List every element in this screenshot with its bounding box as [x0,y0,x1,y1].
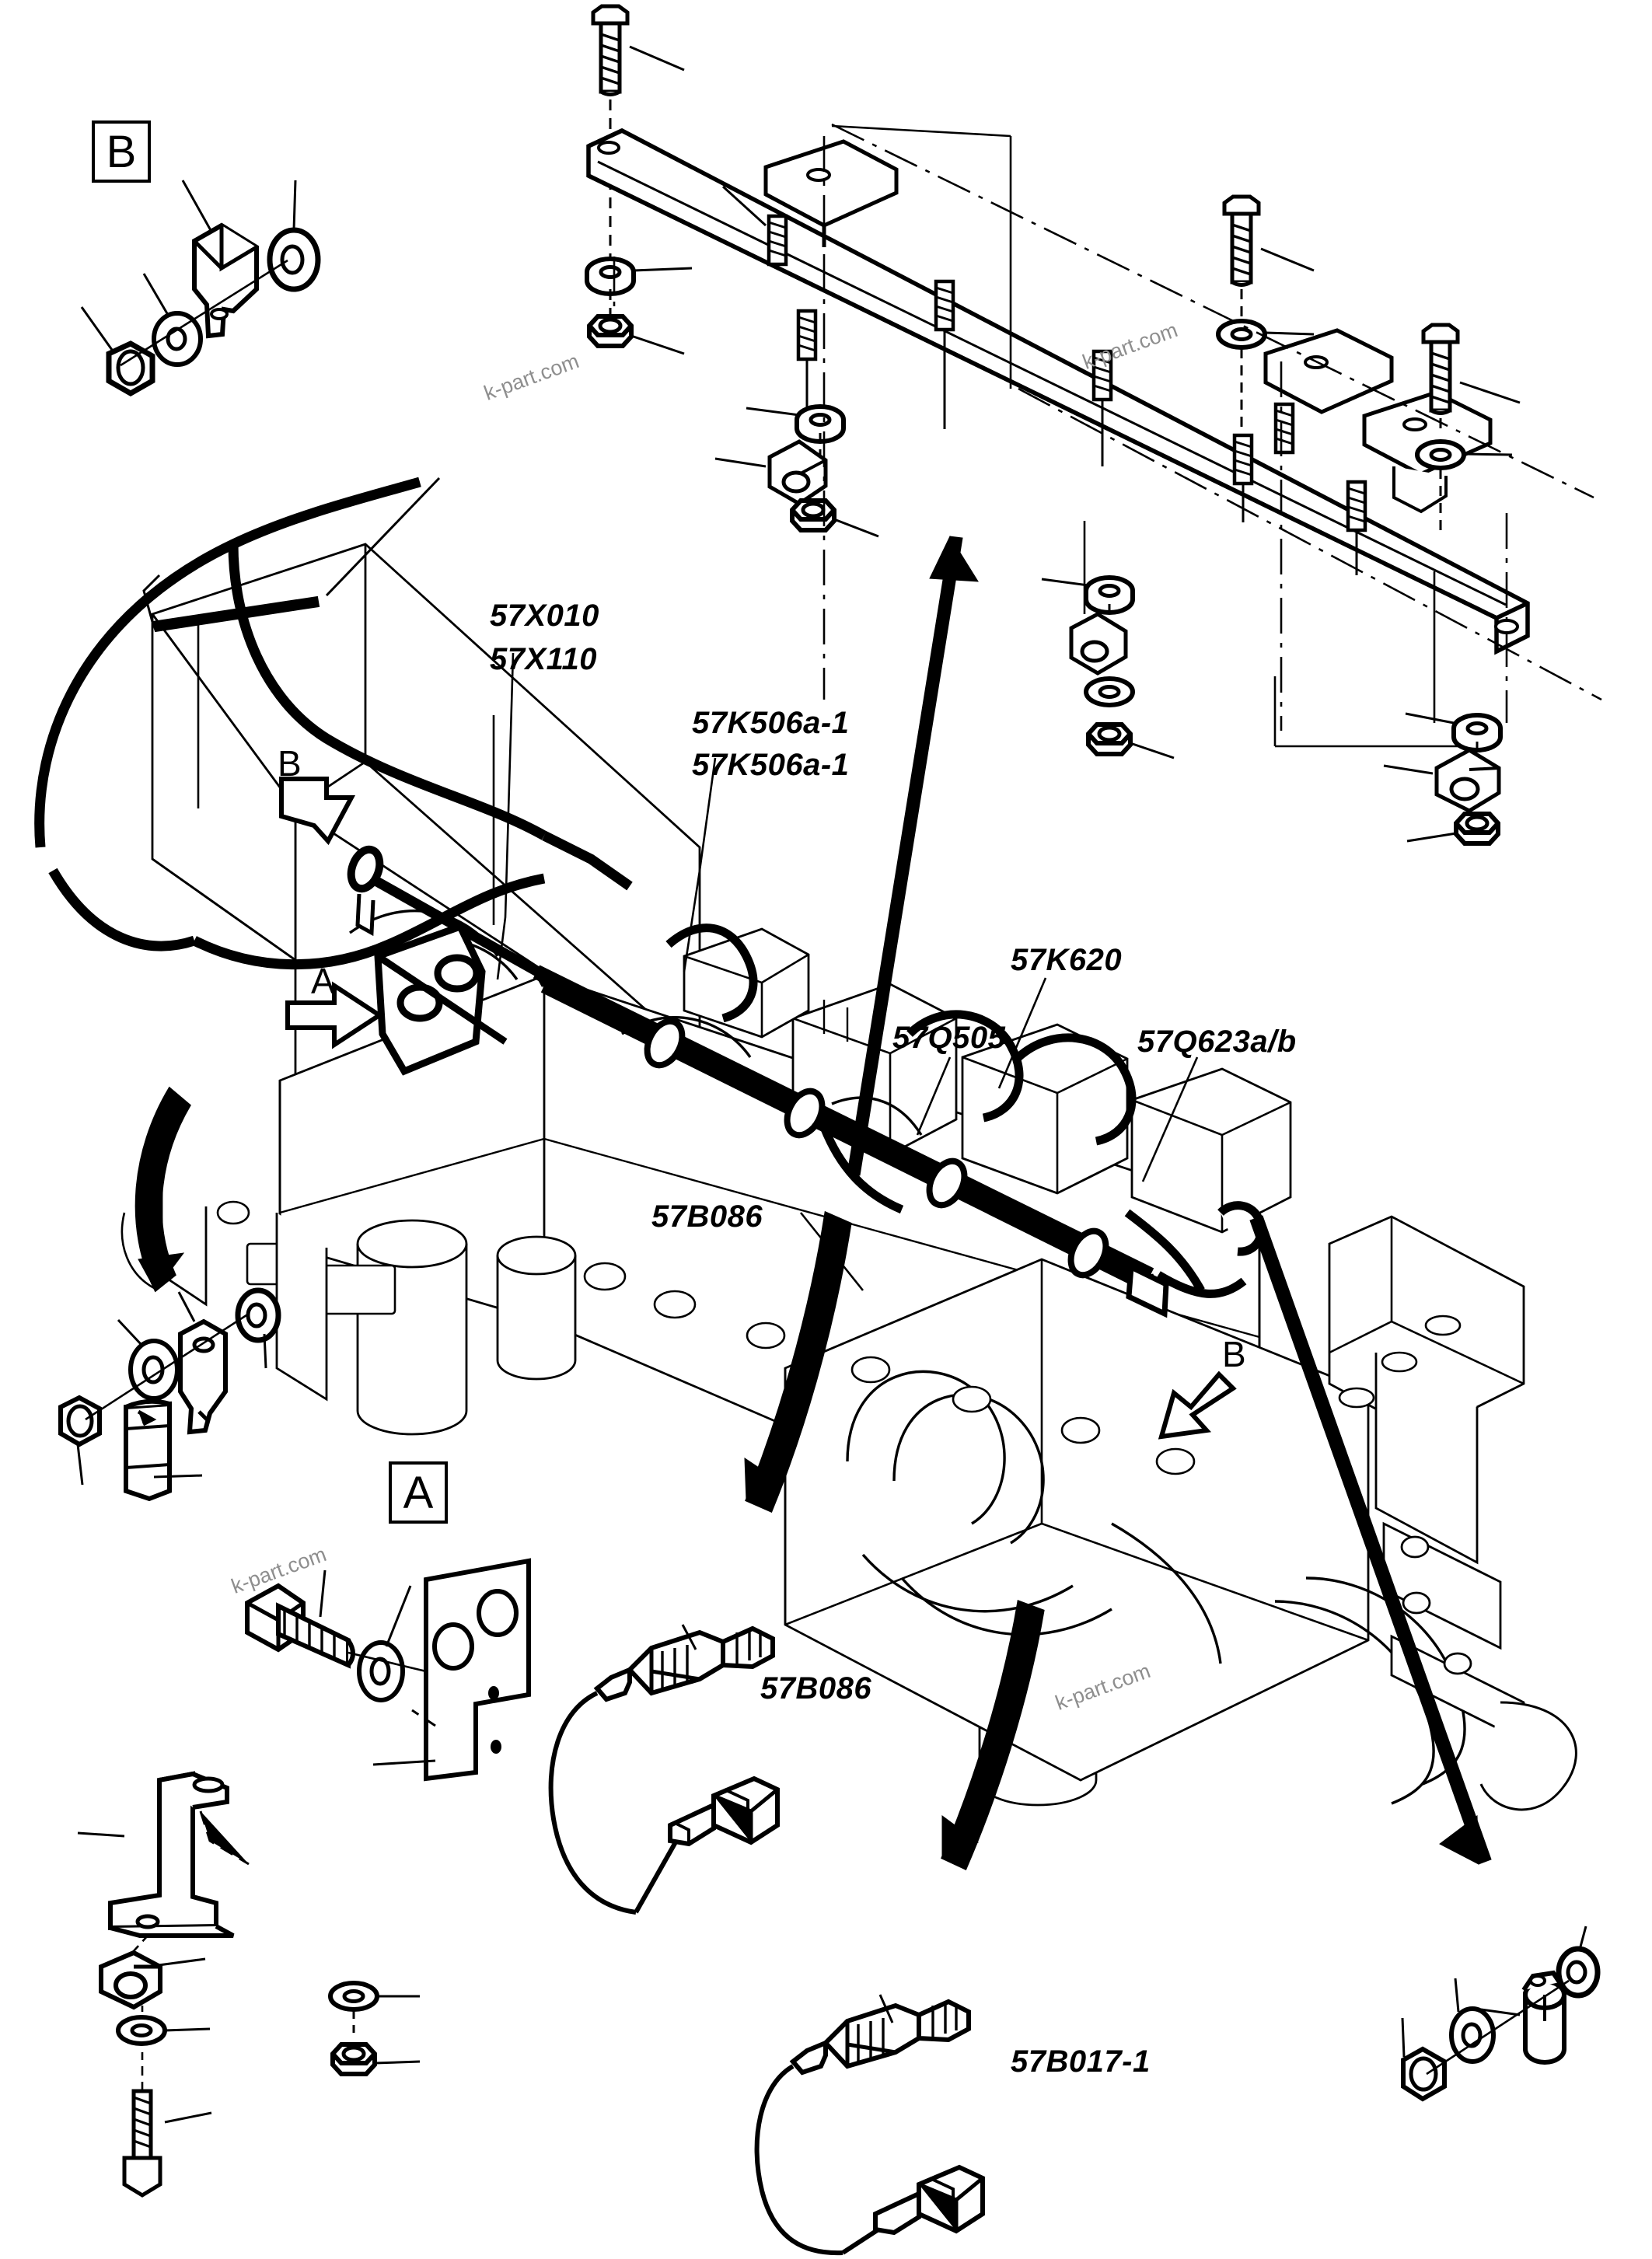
detail-b-clamp-block [181,180,259,339]
second-clamp-block [1069,612,1128,676]
part-label-57X110: 57X110 [490,642,597,676]
rck-grommet [1556,1926,1601,1999]
mounting-rail-beam [586,6,1602,843]
rail-beam-body [586,127,1530,655]
rail-washer-left [587,259,634,294]
harness-mount-plate [374,922,508,1076]
part-label-57K506a-1-a: 57K506a-1 [692,706,850,740]
part-label-57Q505: 57Q505 [892,1021,1006,1055]
detail-a-plate-kit [245,1558,531,1782]
rail-tab-1 [763,139,899,264]
detail-a-mount-plate [372,1558,531,1782]
rck-hexnut [1401,2017,1447,2102]
part-label-57B086-top: 57B086 [651,1199,763,1234]
detail-box-b-label: B [106,126,137,177]
section-arrows [279,777,1237,1440]
annotation-arrows [134,535,1492,1871]
part-label-57K506a-1-b: 57K506a-1 [692,748,850,782]
harness-tube-run [34,477,1266,1318]
sensor-connector-upper [634,1775,780,1914]
rail-projection-lines [613,123,1602,731]
detail-box-a-label: A [403,1467,434,1518]
part-leader-lines [496,652,1199,1291]
part-label-57B017-1: 57B017-1 [1011,2044,1151,2079]
bsk-washer [117,1318,180,1401]
detail-box-a: A [389,1461,448,1524]
bracket-sensor-kit [58,1287,281,1502]
detail-b-clamp-kit [80,180,321,397]
detail-b-washer-flat [142,273,203,367]
part-label-57X010: 57X010 [490,599,599,633]
rck-washer [1449,1978,1496,2064]
z-bracket-washer-right [330,1983,420,2033]
z-bracket-hexnut-right [333,2044,421,2074]
rail-nut-left [589,316,631,346]
bsk-sensor-body [124,1398,203,1502]
z-bracket-kit [77,1771,421,2198]
rck-clamp-collar [1480,1970,1566,2065]
detail-b-axis [120,259,288,367]
end-clamp-block [1434,748,1501,813]
section-mark-b-left: B [278,743,302,784]
part-label-57K620: 57K620 [1011,943,1123,977]
detail-box-b: B [92,120,151,183]
rail-end-clamp [1383,712,1501,843]
pressure-sensor-upper [548,1624,780,1915]
z-bracket [77,1771,250,1938]
section-mark-a-left: A [311,961,335,1001]
section-mark-b-right: B [1222,1334,1246,1374]
part-label-57B086-low: 57B086 [760,1671,872,1706]
rail-extension-lines [831,124,1462,748]
pressure-sensor-lower [754,1994,985,2256]
bsk-flag-bracket [177,1291,228,1435]
detail-b-hexnut [80,306,155,397]
z-bracket-washer [118,2017,211,2044]
right-clamp-kit [1401,1926,1601,2102]
mid-clamp-block [767,439,828,506]
bsk-bushing [235,1287,281,1369]
detail-a-washer [357,1585,412,1702]
rail-bolt-right-1 [1218,197,1315,428]
part-label-57Q623ab: 57Q623a/b [1137,1025,1297,1059]
rail-bolt-left [587,6,693,355]
rail-hardware-middle [714,407,879,538]
section-arrow-a-left [285,981,384,1049]
rail-bolt-right-2 [1417,325,1521,536]
sensor-connector-lower [841,2164,985,2255]
rail-hardware-second [1041,578,1175,759]
rail-tab-2 [1263,328,1394,452]
frame-bracket-right [1328,1215,1577,1811]
section-arrow-b-left [279,777,356,846]
section-arrow-b-right [1158,1370,1237,1440]
z-bracket-line-clamp [99,1950,206,2010]
z-bracket-bolt [122,2089,212,2198]
detail-b-washer-outer [267,180,321,292]
bsk-hexnut [58,1395,102,1486]
